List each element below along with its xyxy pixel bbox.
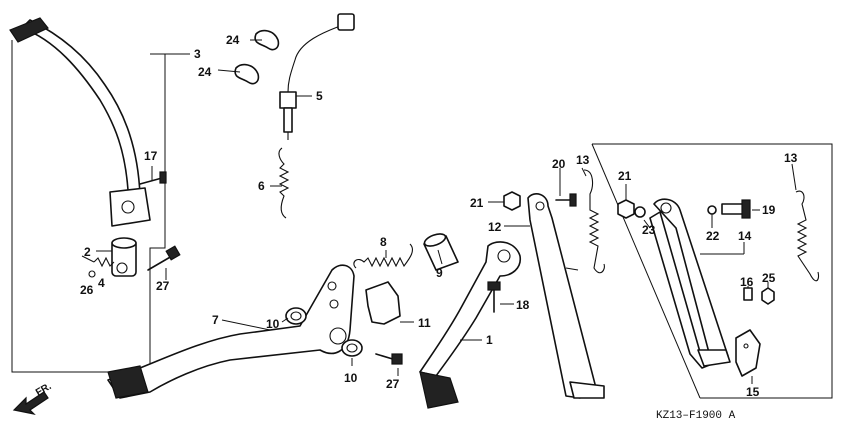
label-2: 2 (84, 245, 91, 259)
label-21a: 21 (470, 196, 484, 210)
spring-4 (93, 256, 115, 268)
bolt-16 (743, 287, 753, 301)
spring-6 (278, 147, 290, 219)
label-10b: 10 (344, 371, 358, 385)
label-26: 26 (80, 283, 94, 297)
label-4: 4 (98, 276, 105, 290)
part-labels: 3 24 24 5 6 17 2 4 26 27 7 10 10 8 9 11 … (80, 33, 798, 399)
rubber-15 (735, 329, 761, 377)
stand-frame (591, 143, 833, 399)
label-27b: 27 (386, 377, 400, 391)
bolt-18 (487, 281, 501, 313)
bolt-27b (375, 353, 403, 365)
clip-24a (254, 29, 280, 51)
diagram-code: KZ13–F1900 A (656, 410, 736, 422)
label-12: 12 (488, 220, 502, 234)
label-23: 23 (642, 223, 656, 237)
block-11 (365, 281, 401, 325)
label-9: 9 (436, 266, 443, 280)
label-24b: 24 (198, 65, 212, 79)
label-15: 15 (746, 385, 760, 399)
main-stand (649, 198, 731, 369)
bolt-27a (147, 245, 181, 271)
label-13a: 13 (576, 153, 590, 167)
bolt-17 (139, 171, 167, 185)
spring-13a (583, 169, 605, 274)
label-18: 18 (516, 298, 530, 312)
seal-10a (285, 307, 307, 325)
label-1: 1 (486, 333, 493, 347)
label-6: 6 (258, 179, 265, 193)
washer-23 (634, 206, 646, 218)
label-7: 7 (212, 313, 219, 327)
seal-10b (341, 339, 363, 357)
ring-26 (88, 270, 96, 278)
label-22: 22 (706, 229, 720, 243)
nut-21a (503, 191, 521, 211)
label-16: 16 (740, 275, 754, 289)
label-3: 3 (194, 47, 201, 61)
washer-22 (707, 205, 717, 215)
side-stand (527, 193, 605, 399)
label-24a: 24 (226, 33, 240, 47)
change-pedal (419, 241, 522, 409)
label-20: 20 (552, 157, 566, 171)
bolt-19 (721, 199, 751, 219)
spring-13b (795, 190, 820, 282)
label-17: 17 (144, 149, 158, 163)
label-14: 14 (738, 229, 752, 243)
clip-24b (234, 63, 260, 85)
collar-9 (423, 233, 459, 271)
label-5: 5 (316, 89, 323, 103)
spring-8 (353, 243, 413, 269)
label-19: 19 (762, 203, 776, 217)
label-8: 8 (380, 235, 387, 249)
label-10a: 10 (266, 317, 280, 331)
bolt-20 (555, 193, 577, 207)
stop-switch (279, 13, 355, 140)
kick-starter-arm (9, 17, 151, 227)
kick-spindle (111, 237, 137, 277)
direction-label: FR. (34, 381, 54, 399)
label-27a: 27 (156, 279, 170, 293)
nut-21b (617, 199, 635, 219)
label-25: 25 (762, 271, 776, 285)
label-13b: 13 (784, 151, 798, 165)
nut-25 (761, 287, 775, 305)
label-21b: 21 (618, 169, 632, 183)
label-11: 11 (418, 316, 431, 330)
front-direction-arrow: FR. (12, 381, 54, 415)
brake-pedal (107, 264, 355, 399)
leader-lines (81, 39, 797, 384)
